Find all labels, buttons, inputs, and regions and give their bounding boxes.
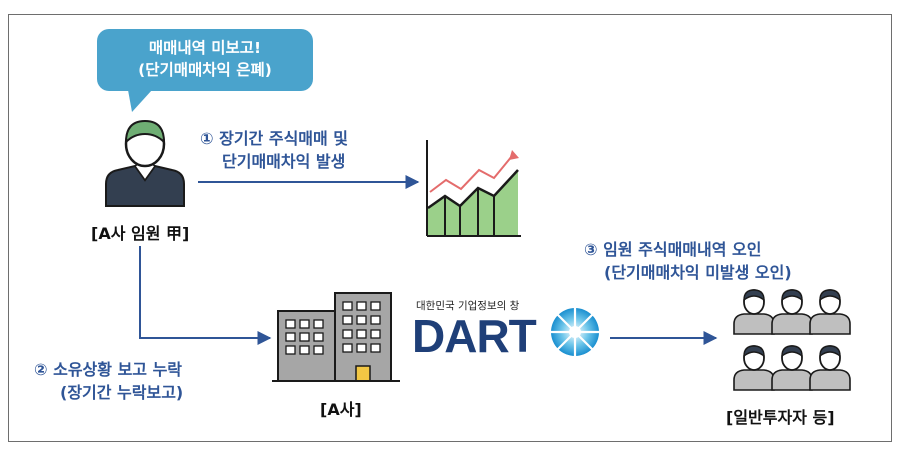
- investor-person-icon: [733, 345, 775, 391]
- dart-subtitle: 대한민국 기업정보의 창: [416, 300, 520, 312]
- investor-person-icon: [809, 345, 851, 391]
- investor-person-icon: [733, 289, 775, 335]
- step1-line1: ① 장기간 주식매매 및: [200, 129, 349, 148]
- step1-line2: 단기매매차익 발생: [222, 152, 346, 171]
- dart-logo-text: DART: [412, 310, 537, 362]
- step3-line2: (단기매매차익 미발생 오인): [604, 263, 792, 282]
- speech-bubble: [97, 29, 313, 112]
- bubble-text-line2: (단기매매차익 은폐): [138, 61, 272, 79]
- investors-label: [일반투자자 등]: [726, 408, 835, 427]
- company-building-icon: [272, 292, 400, 382]
- bubble-text-line1: 매매내역 미보고!: [148, 39, 262, 57]
- dart-logo-icon: [550, 306, 600, 357]
- investor-person-icon: [771, 345, 813, 391]
- stock-chart-icon: [426, 140, 521, 237]
- step2-line1: ② 소유상황 보고 누락: [34, 360, 183, 379]
- step3-line1: ③ 임원 주식매매내역 오인: [584, 240, 762, 259]
- investor-person-icon: [809, 289, 851, 335]
- diagram-frame: [8, 14, 892, 442]
- investors-group-icon: [733, 289, 851, 391]
- company-label: [A사]: [320, 400, 362, 419]
- executive-person-icon: [105, 119, 185, 207]
- step2-line2: (장기간 누락보고): [60, 383, 184, 402]
- investor-person-icon: [771, 289, 813, 335]
- executive-label: [A사 임원 甲]: [91, 224, 190, 243]
- arrow-to-company: [139, 246, 272, 345]
